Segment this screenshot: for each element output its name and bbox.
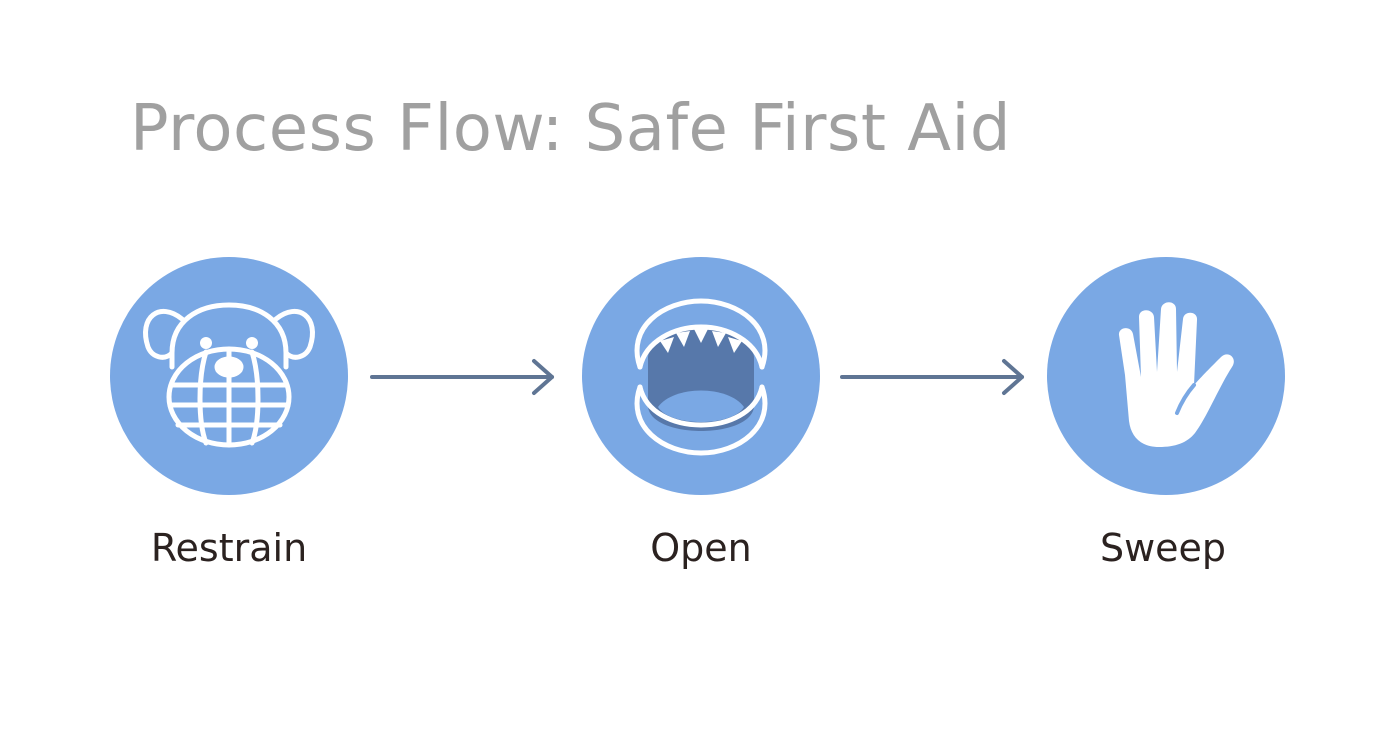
step-open-circle <box>582 257 820 495</box>
step-restrain-circle <box>110 257 348 495</box>
step-sweep-circle <box>1047 257 1285 495</box>
step-sweep-label: Sweep <box>1099 526 1227 570</box>
page-title: Process Flow: Safe First Aid <box>130 92 1011 166</box>
step-open-label: Open <box>650 526 752 570</box>
muzzled-dog-icon <box>110 257 348 495</box>
open-mouth-icon <box>582 257 820 495</box>
arrow-right-icon <box>370 359 554 395</box>
arrow-right-icon <box>840 359 1024 395</box>
step-restrain-label: Restrain <box>150 526 308 570</box>
open-hand-icon <box>1047 257 1285 495</box>
